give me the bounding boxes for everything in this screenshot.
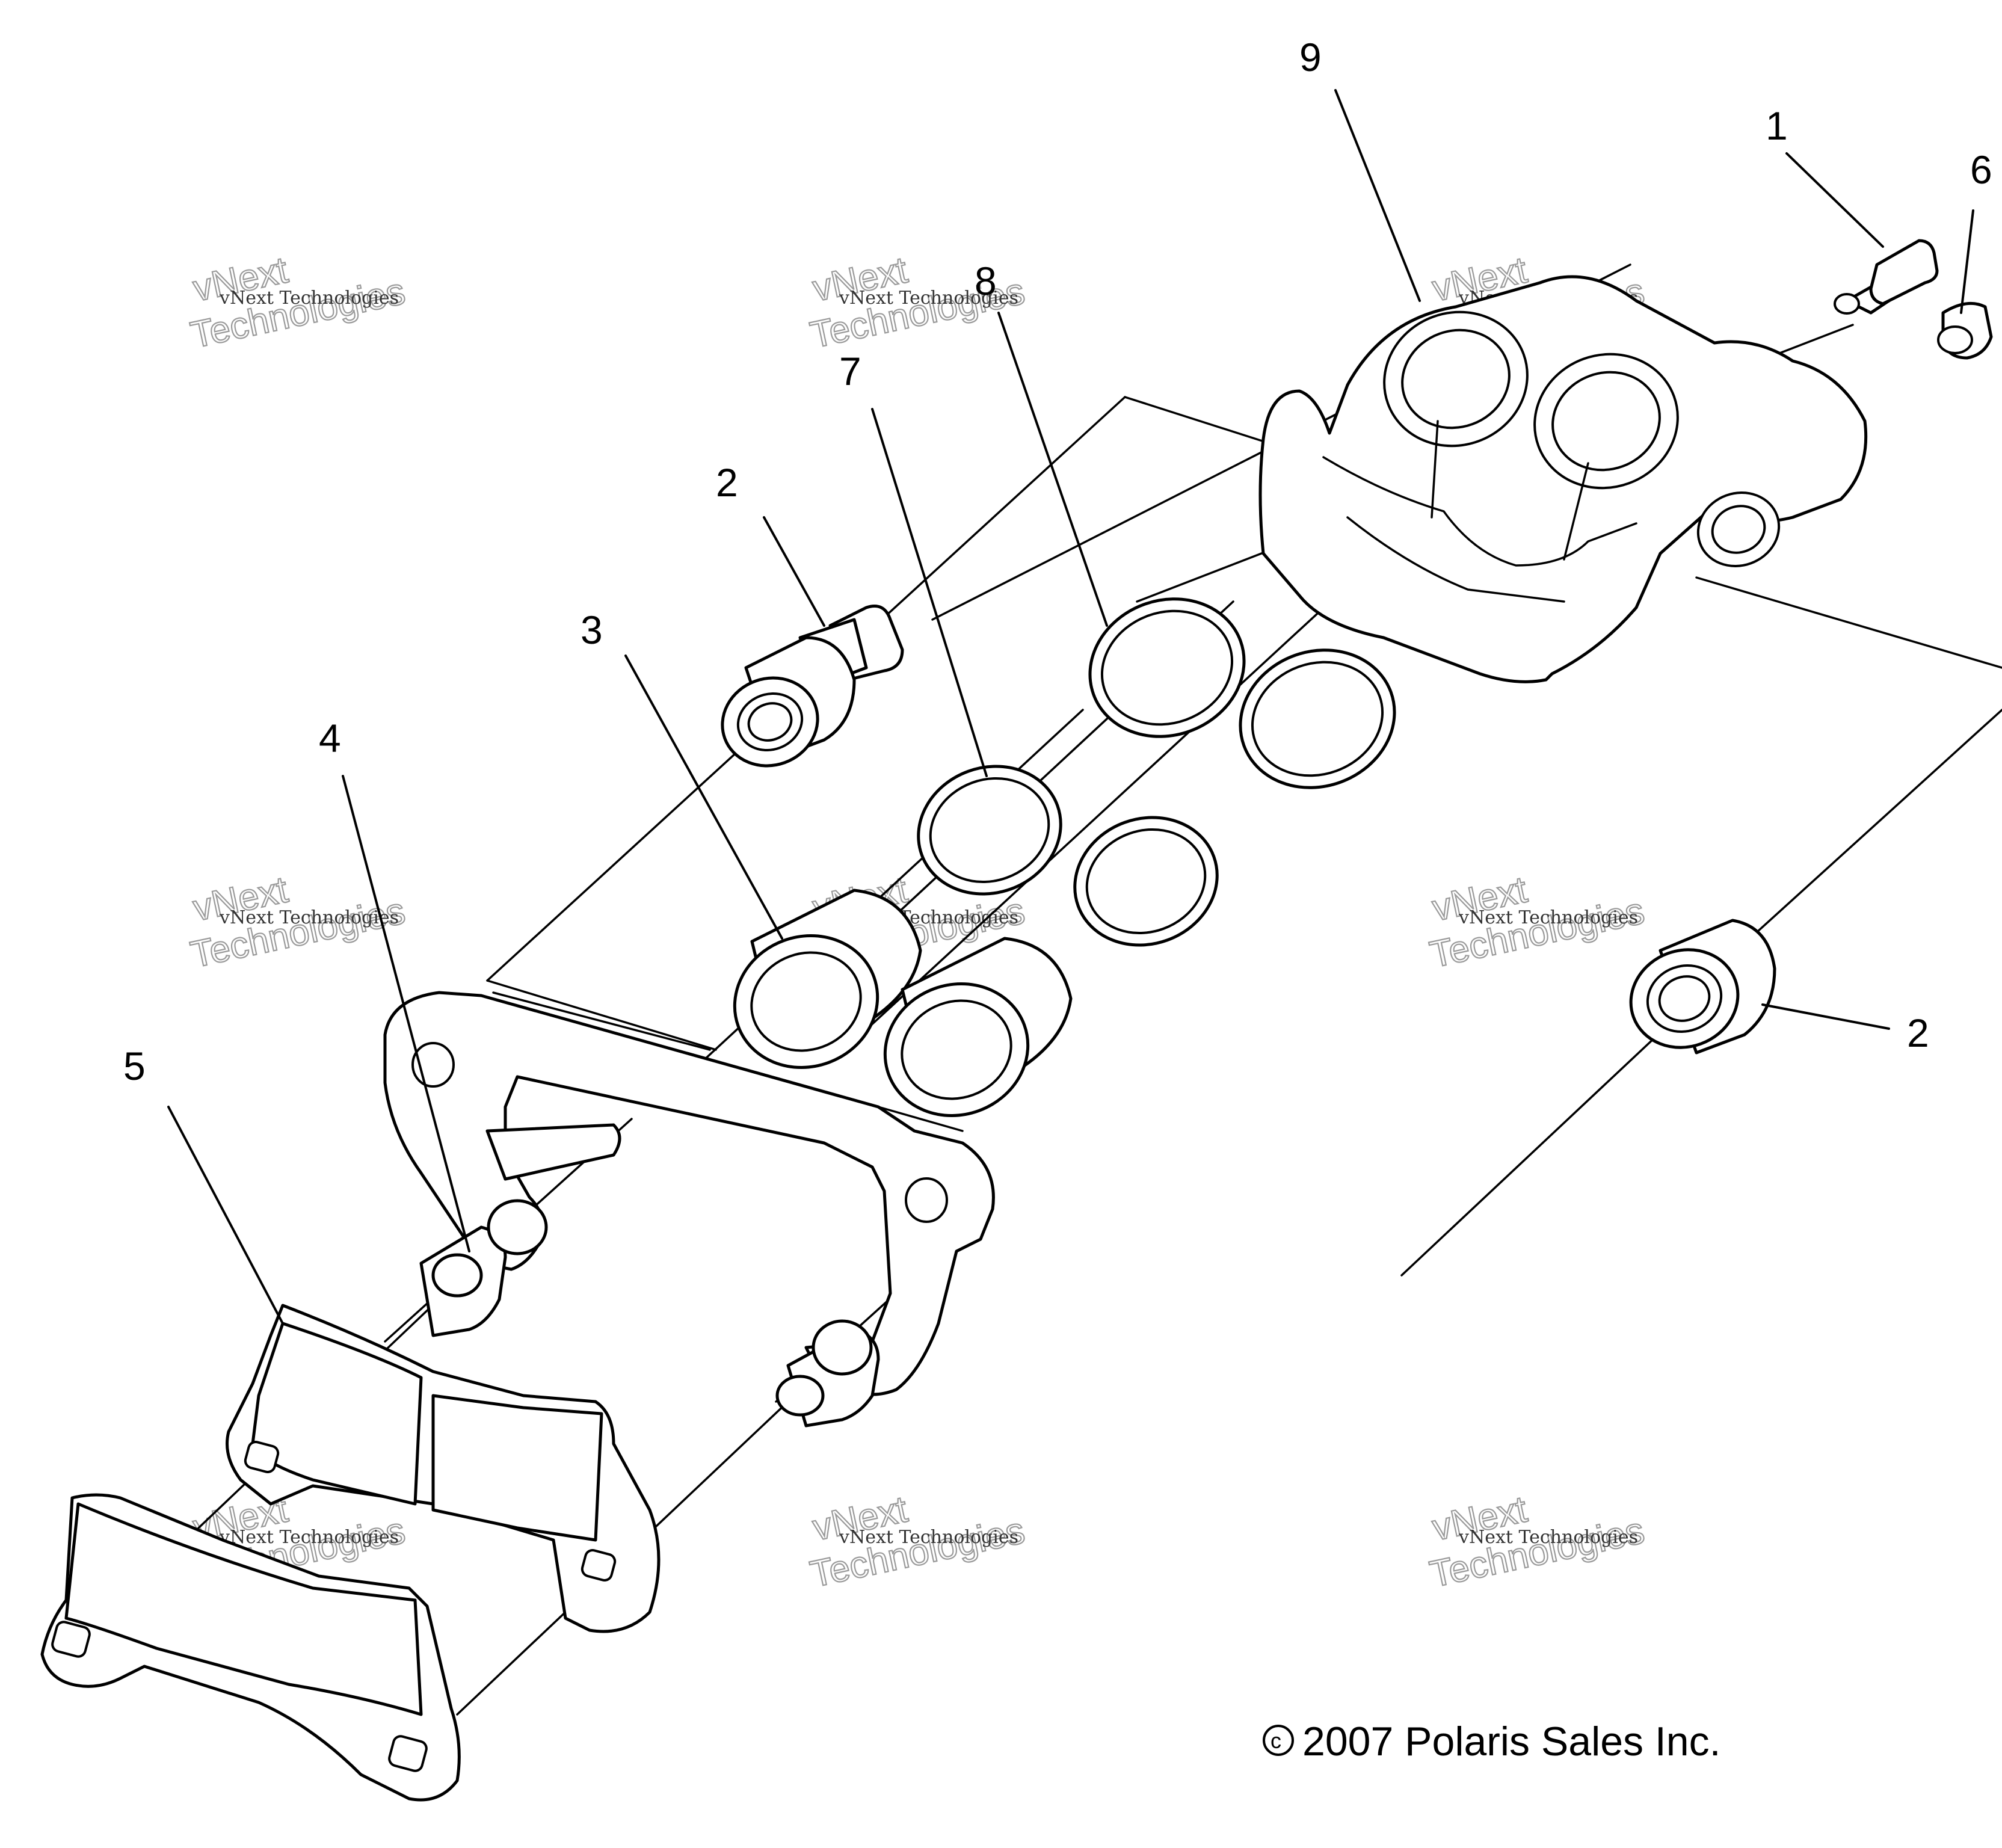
watermark: vNext Technologies vNext Technologies	[1426, 868, 1649, 976]
bracket-edge	[877, 1106, 964, 1132]
pad-ear-hole	[51, 1621, 91, 1658]
seal-ring-inner	[1251, 661, 1384, 777]
seal-large	[1088, 597, 1246, 738]
axis-line	[1755, 709, 2002, 934]
watermark: vNext Technologies vNext Technologies	[1426, 1488, 1649, 1596]
pad-friction-block	[64, 1502, 423, 1716]
piston	[883, 937, 1073, 1117]
callout-3: 3	[581, 608, 603, 652]
caliper-edge	[1431, 420, 1439, 519]
seal-ring-inner	[1085, 828, 1207, 935]
boot-bore-inner	[747, 702, 793, 742]
caliper-body	[1258, 275, 1868, 683]
callout-5: 5	[123, 1044, 146, 1088]
axis-line	[1695, 576, 2002, 669]
axis-line	[1400, 997, 1698, 1277]
callout-7: 7	[839, 349, 861, 393]
leader-line-2a	[763, 516, 825, 627]
caliper-edge	[1346, 516, 1565, 603]
bracket-pin-boss	[487, 1199, 548, 1255]
brake-pad-outer	[40, 1493, 461, 1802]
callout-4: 4	[319, 716, 341, 760]
watermark-text: vNext Technologies	[219, 1527, 399, 1548]
callout-8: 8	[975, 259, 997, 303]
watermark: vNext Technologies vNext Technologies	[186, 868, 410, 976]
bracket-mount-hole	[905, 1177, 948, 1223]
leader-line-2b	[1761, 1003, 1890, 1030]
axis-line	[853, 540, 1397, 1042]
watermark-text: vNext Technologies	[839, 1527, 1018, 1548]
pad-ear-hole	[388, 1735, 428, 1772]
boot-bore-inner	[1658, 975, 1711, 1022]
watermark-text: vNext Technologies	[219, 907, 399, 928]
caliper-bore-inner	[1551, 371, 1661, 472]
leader-line-1	[1785, 152, 1884, 248]
seal-large	[1239, 648, 1396, 789]
bracket-edge	[492, 991, 711, 1051]
callout-1: 1	[1766, 103, 1788, 148]
copyright-symbol: c	[1270, 1728, 1281, 1753]
leader-lines	[167, 89, 1974, 1325]
watermark-text: vNext Technologies	[1458, 907, 1638, 928]
caliper-pin-bore-inner	[1711, 505, 1766, 554]
bracket-pin-boss	[812, 1319, 873, 1376]
watermark: vNext Technologies vNext Technologies	[806, 1488, 1029, 1596]
callout-2: 2	[716, 460, 738, 505]
callouts: 9 1 6 8 7 2 3 4 5 2	[123, 35, 1992, 1088]
leader-line-5	[167, 1106, 284, 1325]
pad-ear-hole	[244, 1440, 280, 1474]
seal-small	[917, 765, 1062, 896]
axis-line	[1124, 396, 1277, 446]
bleeder-nipple	[1834, 293, 1860, 315]
bleeder-body	[1869, 239, 1939, 306]
bleeder-cap	[1937, 301, 1993, 360]
callout-6: 6	[1970, 147, 1992, 192]
mounting-bracket	[383, 991, 995, 1428]
watermark-text: vNext Technologies	[219, 288, 399, 309]
bleeder-screw	[1834, 239, 1939, 315]
watermark-text: vNext Technologies	[839, 288, 1018, 309]
bracket-pin-collar	[431, 1253, 483, 1298]
guide-pin-boot-lower	[1629, 919, 1776, 1055]
pad-ear-hole	[581, 1548, 617, 1582]
seal-small	[1073, 816, 1219, 947]
piston-cup	[901, 999, 1012, 1100]
caliper-housing	[1258, 275, 1868, 683]
caliper-edge	[1322, 456, 1637, 567]
seal-ring-inner	[1100, 609, 1234, 726]
caliper-edge	[1563, 462, 1589, 561]
bracket-pin-collar	[775, 1375, 825, 1417]
leader-line-8	[997, 312, 1108, 627]
leader-line-7	[871, 408, 988, 777]
watermark-text: vNext Technologies	[1458, 1527, 1638, 1548]
callout-9: 9	[1299, 35, 1322, 79]
caliper-bore-inner	[1401, 328, 1511, 430]
copyright: c 2007 Polaris Sales Inc.	[1263, 1719, 1721, 1764]
axis-line	[486, 979, 717, 1051]
pad-friction-block	[431, 1394, 603, 1542]
guide-pin-upper	[721, 605, 904, 768]
leader-line-9	[1334, 89, 1421, 302]
bracket-slide-pin-stem	[485, 1123, 621, 1181]
leader-line-4	[342, 775, 470, 1252]
brake-pad-inner	[226, 1304, 661, 1633]
seal-ring-inner	[929, 777, 1050, 884]
leader-line-3	[624, 654, 783, 940]
cap-top	[1937, 325, 1973, 354]
piston	[733, 889, 922, 1069]
copyright-text: 2007 Polaris Sales Inc.	[1302, 1719, 1721, 1764]
watermark: vNext Technologies vNext Technologies	[186, 248, 410, 357]
piston-cup	[750, 951, 862, 1052]
copyright-symbol-circle	[1263, 1725, 1294, 1756]
leader-line-6	[1960, 209, 1974, 314]
callout-2: 2	[1907, 1011, 1929, 1055]
